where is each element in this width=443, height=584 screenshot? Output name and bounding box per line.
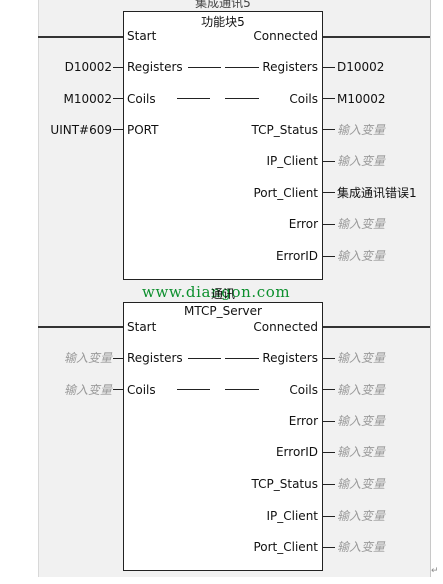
block-2-pin-registers-in: Registers — [127, 351, 183, 365]
block-2-var-coils-out[interactable]: 输入变量 — [337, 383, 386, 397]
power-rail-left-2 — [38, 326, 124, 328]
block-1-pin-start: Start — [127, 29, 157, 43]
block-1-internal-coils-1 — [177, 98, 210, 99]
block-2-wire-coils-in — [113, 389, 123, 390]
block-2-wire-tcp-status — [323, 484, 335, 485]
block-1-var-port-in[interactable]: UINT#609 — [50, 123, 112, 137]
block-1-type-name: 功能块5 — [201, 15, 245, 29]
block-2-type-name: MTCP_Server — [184, 304, 262, 318]
block-1-pin-registers-in: Registers — [127, 60, 183, 74]
block-2-var-coils-in[interactable]: 输入变量 — [63, 383, 112, 397]
block-1-instance-name: 集成通讯5 — [195, 0, 251, 10]
block-2-wire-errorid — [323, 452, 335, 453]
block-1-wire-port-client — [323, 192, 335, 193]
function-block-1[interactable] — [123, 11, 323, 280]
block-1-var-tcp-status[interactable]: 输入变量 — [337, 123, 386, 137]
block-2-instance-name: 通讯 — [210, 287, 235, 301]
block-2-pin-connected: Connected — [253, 320, 318, 334]
block-2-wire-ip-client — [323, 516, 335, 517]
block-1-wire-tcp-status — [323, 129, 335, 130]
block-2-var-ip-client[interactable]: 输入变量 — [337, 509, 386, 523]
panel-right-border — [430, 0, 431, 577]
block-2-var-tcp-status[interactable]: 输入变量 — [337, 477, 386, 491]
block-2-pin-coils-in: Coils — [127, 383, 156, 397]
block-1-var-coils-in[interactable]: M10002 — [63, 92, 112, 106]
block-1-wire-error — [323, 224, 335, 225]
block-2-var-error[interactable]: 输入变量 — [337, 414, 386, 428]
block-1-wire-registers-in — [113, 67, 123, 68]
block-2-wire-error — [323, 421, 335, 422]
block-2-wire-coils-out — [323, 389, 335, 390]
block-1-pin-port-client: Port_Client — [253, 186, 318, 200]
block-2-var-port-client[interactable]: 输入变量 — [337, 540, 386, 554]
block-1-var-error[interactable]: 输入变量 — [337, 217, 386, 231]
power-rail-left-1 — [38, 36, 124, 38]
block-1-wire-errorid — [323, 256, 335, 257]
block-2-internal-coils-1 — [177, 389, 210, 390]
block-2-var-registers-out[interactable]: 输入变量 — [337, 351, 386, 365]
block-1-pin-port: PORT — [127, 123, 159, 137]
block-1-var-coils-out[interactable]: M10002 — [337, 92, 386, 106]
block-1-pin-registers-out: Registers — [262, 60, 318, 74]
block-2-var-registers-in[interactable]: 输入变量 — [63, 351, 112, 365]
block-2-wire-port-client — [323, 547, 335, 548]
block-1-pin-errorid: ErrorID — [275, 249, 318, 263]
block-2-internal-registers-1 — [188, 358, 221, 359]
block-1-internal-registers-1 — [188, 67, 221, 68]
block-2-pin-start: Start — [127, 320, 157, 334]
block-1-var-registers-out[interactable]: D10002 — [337, 60, 385, 74]
block-1-pin-tcp-status: TCP_Status — [251, 123, 318, 137]
block-1-wire-coils-out — [323, 98, 335, 99]
block-2-pin-error: Error — [288, 414, 318, 428]
block-1-var-errorid[interactable]: 输入变量 — [337, 249, 386, 263]
block-1-pin-coils-out: Coils — [289, 92, 318, 106]
block-1-var-ip-client[interactable]: 输入变量 — [337, 154, 386, 168]
block-1-internal-coils-2 — [225, 98, 259, 99]
block-1-pin-connected: Connected — [253, 29, 318, 43]
paragraph-return-icon: ↵ — [431, 566, 439, 576]
block-1-pin-error: Error — [288, 217, 318, 231]
block-1-wire-port-in — [113, 129, 123, 130]
block-2-pin-port-client: Port_Client — [253, 540, 318, 554]
block-1-wire-registers-out — [323, 67, 335, 68]
block-2-wire-registers-in — [113, 358, 123, 359]
watermark-text: www.diangon.com — [142, 283, 291, 301]
block-2-internal-coils-2 — [225, 389, 259, 390]
block-1-pin-ip-client: IP_Client — [266, 154, 318, 168]
block-2-pin-tcp-status: TCP_Status — [251, 477, 318, 491]
block-1-wire-coils-in — [113, 98, 123, 99]
block-1-wire-ip-client — [323, 161, 335, 162]
block-1-pin-coils-in: Coils — [127, 92, 156, 106]
power-rail-right-2 — [322, 326, 430, 328]
block-1-internal-registers-2 — [225, 67, 259, 68]
function-block-2[interactable] — [123, 302, 323, 571]
block-1-var-port-client[interactable]: 集成通讯错误1 — [337, 186, 417, 200]
block-2-pin-ip-client: IP_Client — [266, 509, 318, 523]
block-2-var-errorid[interactable]: 输入变量 — [337, 445, 386, 459]
block-2-pin-errorid: ErrorID — [275, 445, 318, 459]
power-rail-right-1 — [322, 36, 430, 38]
block-2-wire-registers-out — [323, 358, 335, 359]
block-2-pin-coils-out: Coils — [289, 383, 318, 397]
block-2-internal-registers-2 — [225, 358, 259, 359]
block-1-var-registers-in[interactable]: D10002 — [64, 60, 112, 74]
block-2-pin-registers-out: Registers — [262, 351, 318, 365]
panel-left-border — [38, 0, 39, 577]
